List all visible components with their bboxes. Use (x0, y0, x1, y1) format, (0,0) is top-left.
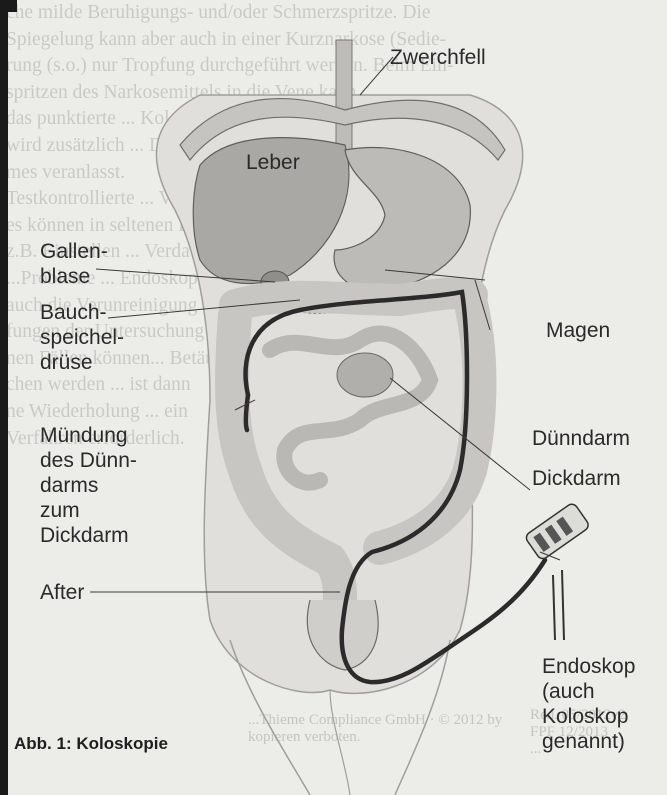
crotch (330, 690, 350, 795)
label-endoskop: Endoskop(auchKoloskopgenannt) (542, 654, 635, 754)
endoscope-tip (246, 395, 248, 430)
label-bauchspeicheldruese: Bauch-speichel-drüse (40, 300, 124, 375)
corner-mark (0, 0, 17, 12)
label-leber: Leber (246, 150, 300, 175)
figure-caption: Abb. 1: Koloskopie (14, 734, 168, 754)
label-gallenblase: Gallen-blase (40, 239, 108, 289)
endoscope-handle (524, 502, 590, 561)
oesophagus (336, 40, 352, 160)
endoscope-line (553, 575, 555, 640)
label-zwerchfell: Zwerchfell (390, 45, 486, 70)
label-magen: Magen (546, 318, 610, 343)
endoscope-line-2 (562, 570, 564, 640)
duodenum-loop (337, 353, 393, 397)
label-dickdarm: Dickdarm (532, 466, 621, 491)
label-duenndarm: Dünndarm (532, 426, 630, 451)
label-muendung: Mündungdes Dünn-darmszumDickdarm (40, 423, 137, 548)
left-border (0, 0, 8, 795)
label-after: After (40, 580, 84, 605)
